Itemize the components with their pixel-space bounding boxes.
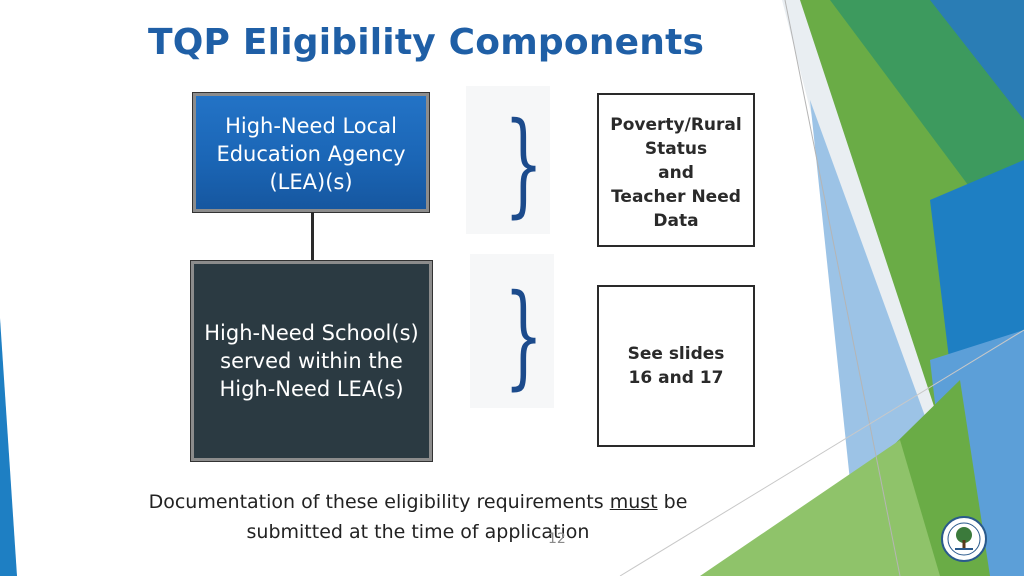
footer-text-after: be submitted at the time of application <box>246 491 688 543</box>
info-box-poverty: Poverty/Rural Status and Teacher Need Da… <box>597 93 755 247</box>
brace-background-1 <box>466 86 550 234</box>
footer-note: Documentation of these eligibility requi… <box>138 487 698 547</box>
footer-text-before: Documentation of these eligibility requi… <box>148 491 610 513</box>
info-box-poverty-label: Poverty/Rural Status and Teacher Need Da… <box>610 115 742 231</box>
school-box: High-Need School(s) served within the Hi… <box>190 260 433 462</box>
brace-background-2 <box>470 254 554 408</box>
connector-line <box>311 212 314 262</box>
page-number: 12 <box>548 531 566 547</box>
lea-box: High-Need Local Education Agency (LEA)(s… <box>192 92 430 213</box>
lea-box-label: High-Need Local Education Agency (LEA)(s… <box>216 114 406 194</box>
thin-diagonal-line-2 <box>619 329 1024 576</box>
school-box-label: High-Need School(s) served within the Hi… <box>204 321 419 401</box>
info-box-see-slides: See slides 16 and 17 <box>597 285 755 447</box>
info-box-see-slides-label: See slides 16 and 17 <box>627 344 725 388</box>
bottom-light-green <box>700 440 940 576</box>
left-blue-accent <box>0 318 17 576</box>
page-title: TQP Eligibility Components <box>148 22 705 63</box>
brace-icon-2: } <box>504 271 544 401</box>
brace-icon-1: } <box>504 99 544 229</box>
right-top-blue <box>930 0 1024 120</box>
department-seal-icon <box>941 516 987 562</box>
thin-diagonal-line <box>784 0 901 576</box>
footer-emphasis: must <box>609 491 658 513</box>
